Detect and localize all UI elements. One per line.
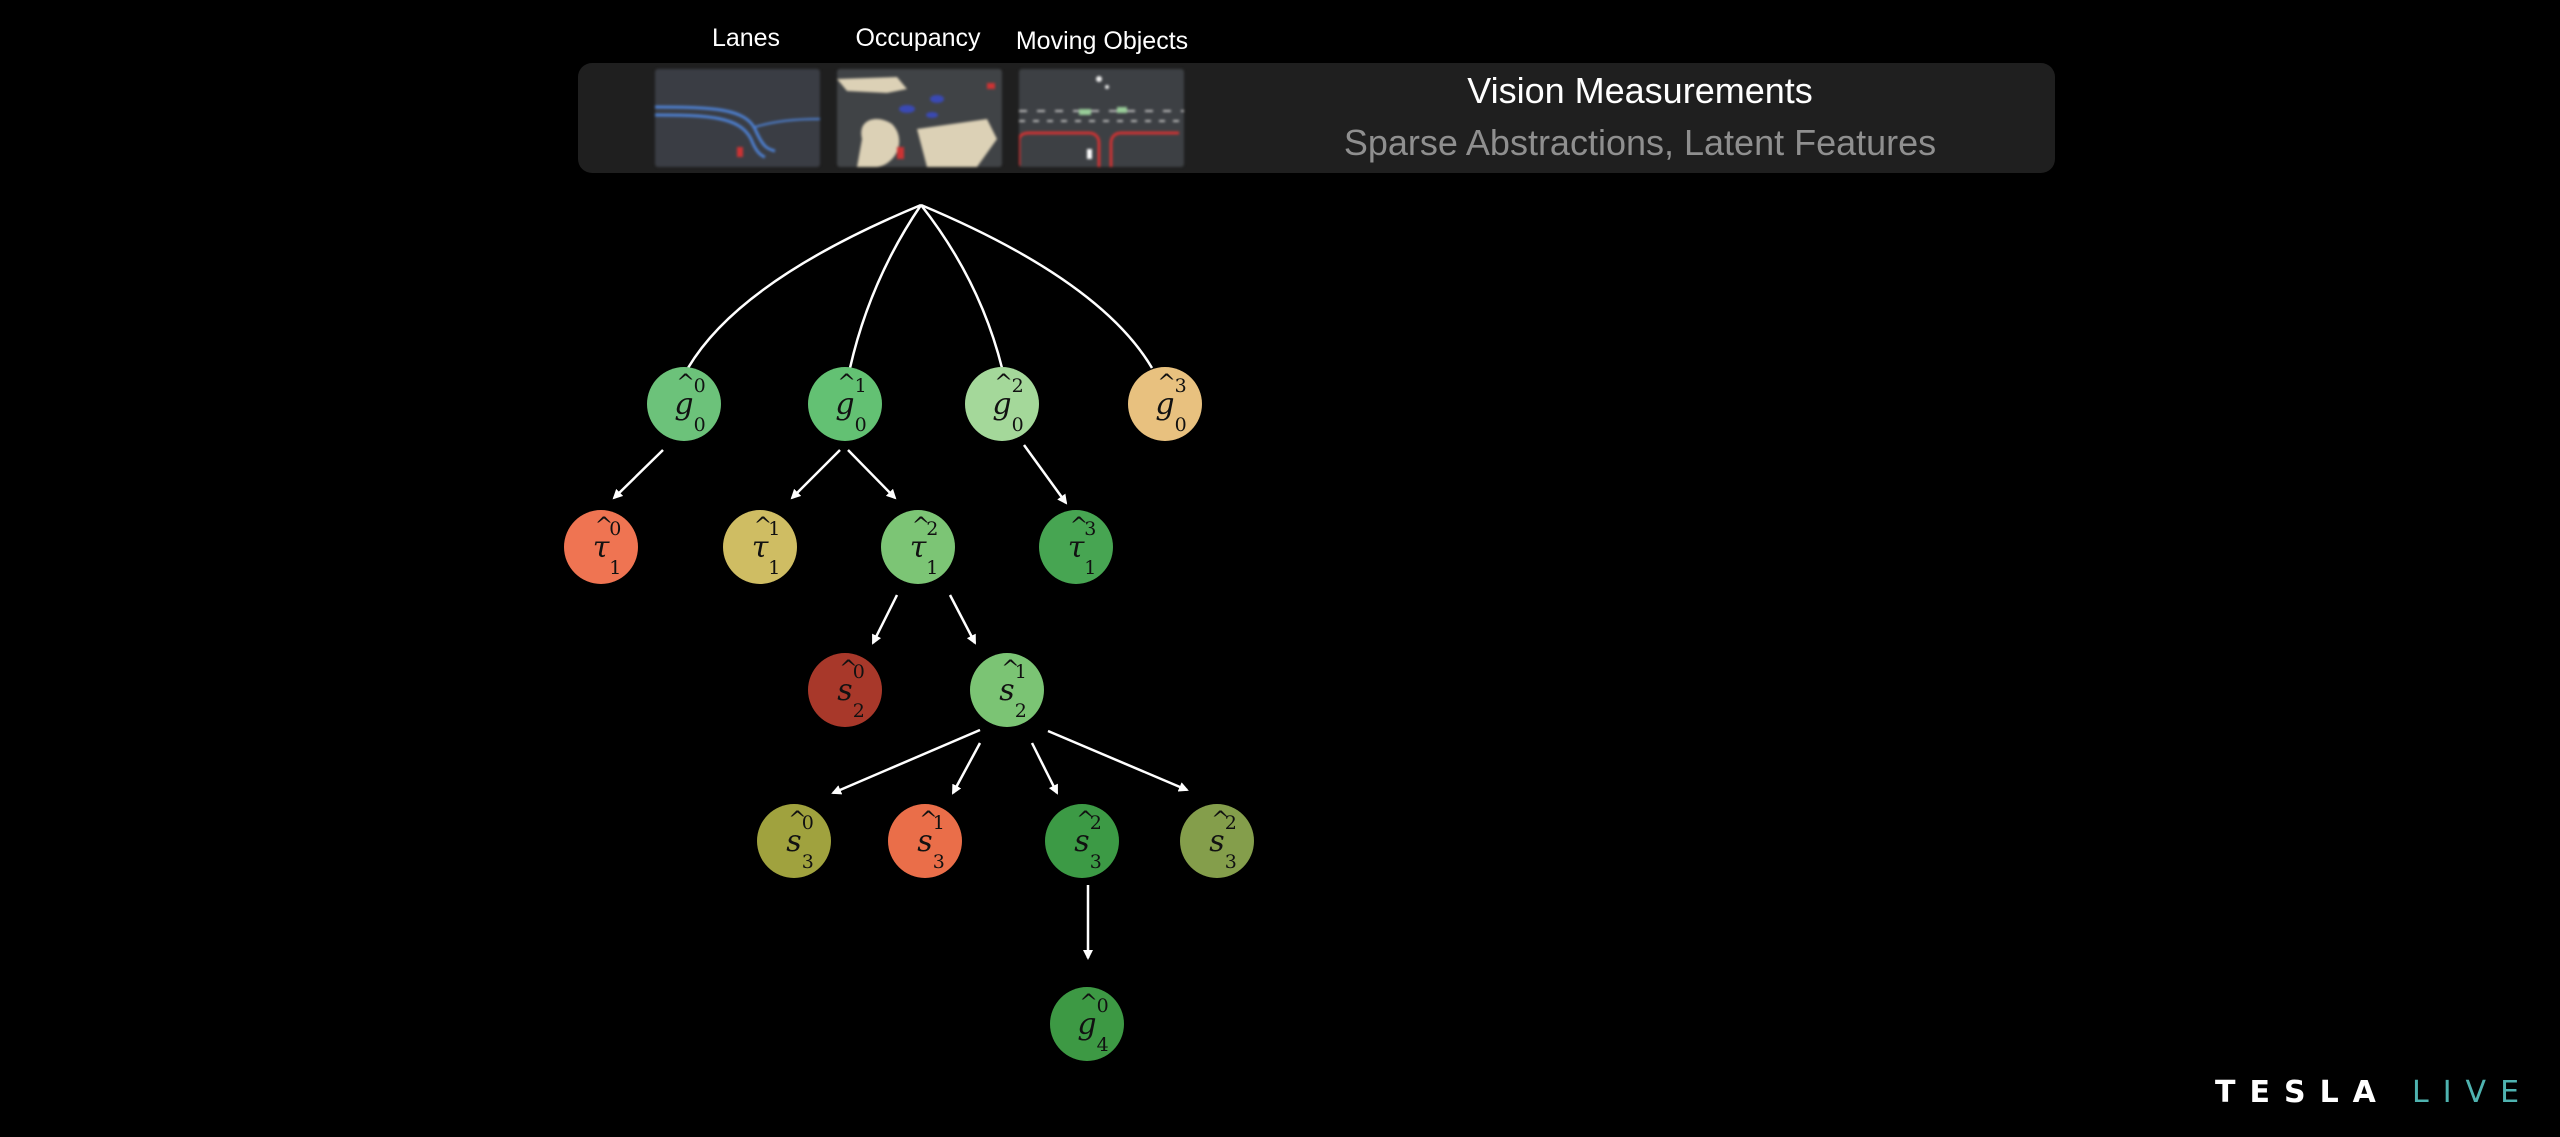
edge-s21-s32 bbox=[1030, 742, 1059, 795]
edge-g02-t13 bbox=[1022, 444, 1068, 505]
label-moving-objects: Moving Objects bbox=[1015, 27, 1189, 55]
moving-objects-thumbnail bbox=[1019, 69, 1184, 167]
panel-subtitle: Sparse Abstractions, Latent Features bbox=[1343, 122, 1937, 163]
lanes-thumbnail bbox=[655, 69, 820, 167]
edge-root-g02 bbox=[920, 204, 1004, 369]
panel-title: Vision Measurements bbox=[1467, 70, 1813, 111]
edge-g01-t12 bbox=[847, 449, 897, 500]
occupancy-thumbnail bbox=[837, 69, 1002, 167]
tesla-logo: TESLA bbox=[2215, 1075, 2390, 1110]
edge-t12-s20 bbox=[871, 594, 899, 645]
edge-g01-t11 bbox=[790, 449, 841, 500]
edge-s21-s31 bbox=[951, 742, 982, 795]
edge-root-g01 bbox=[848, 204, 923, 369]
label-occupancy: Occupancy bbox=[855, 24, 981, 52]
edge-root-g03 bbox=[920, 203, 1154, 369]
vision-measurements-panel bbox=[578, 63, 2055, 173]
edge-g00-t10 bbox=[612, 449, 664, 500]
edge-t12-s21 bbox=[948, 594, 977, 645]
label-lanes: Lanes bbox=[711, 24, 781, 52]
live-logo: LIVE bbox=[2412, 1075, 2534, 1110]
edge-s21-s30 bbox=[831, 728, 981, 795]
edge-root-g00 bbox=[686, 203, 922, 369]
edge-s21-s33 bbox=[1047, 729, 1189, 792]
